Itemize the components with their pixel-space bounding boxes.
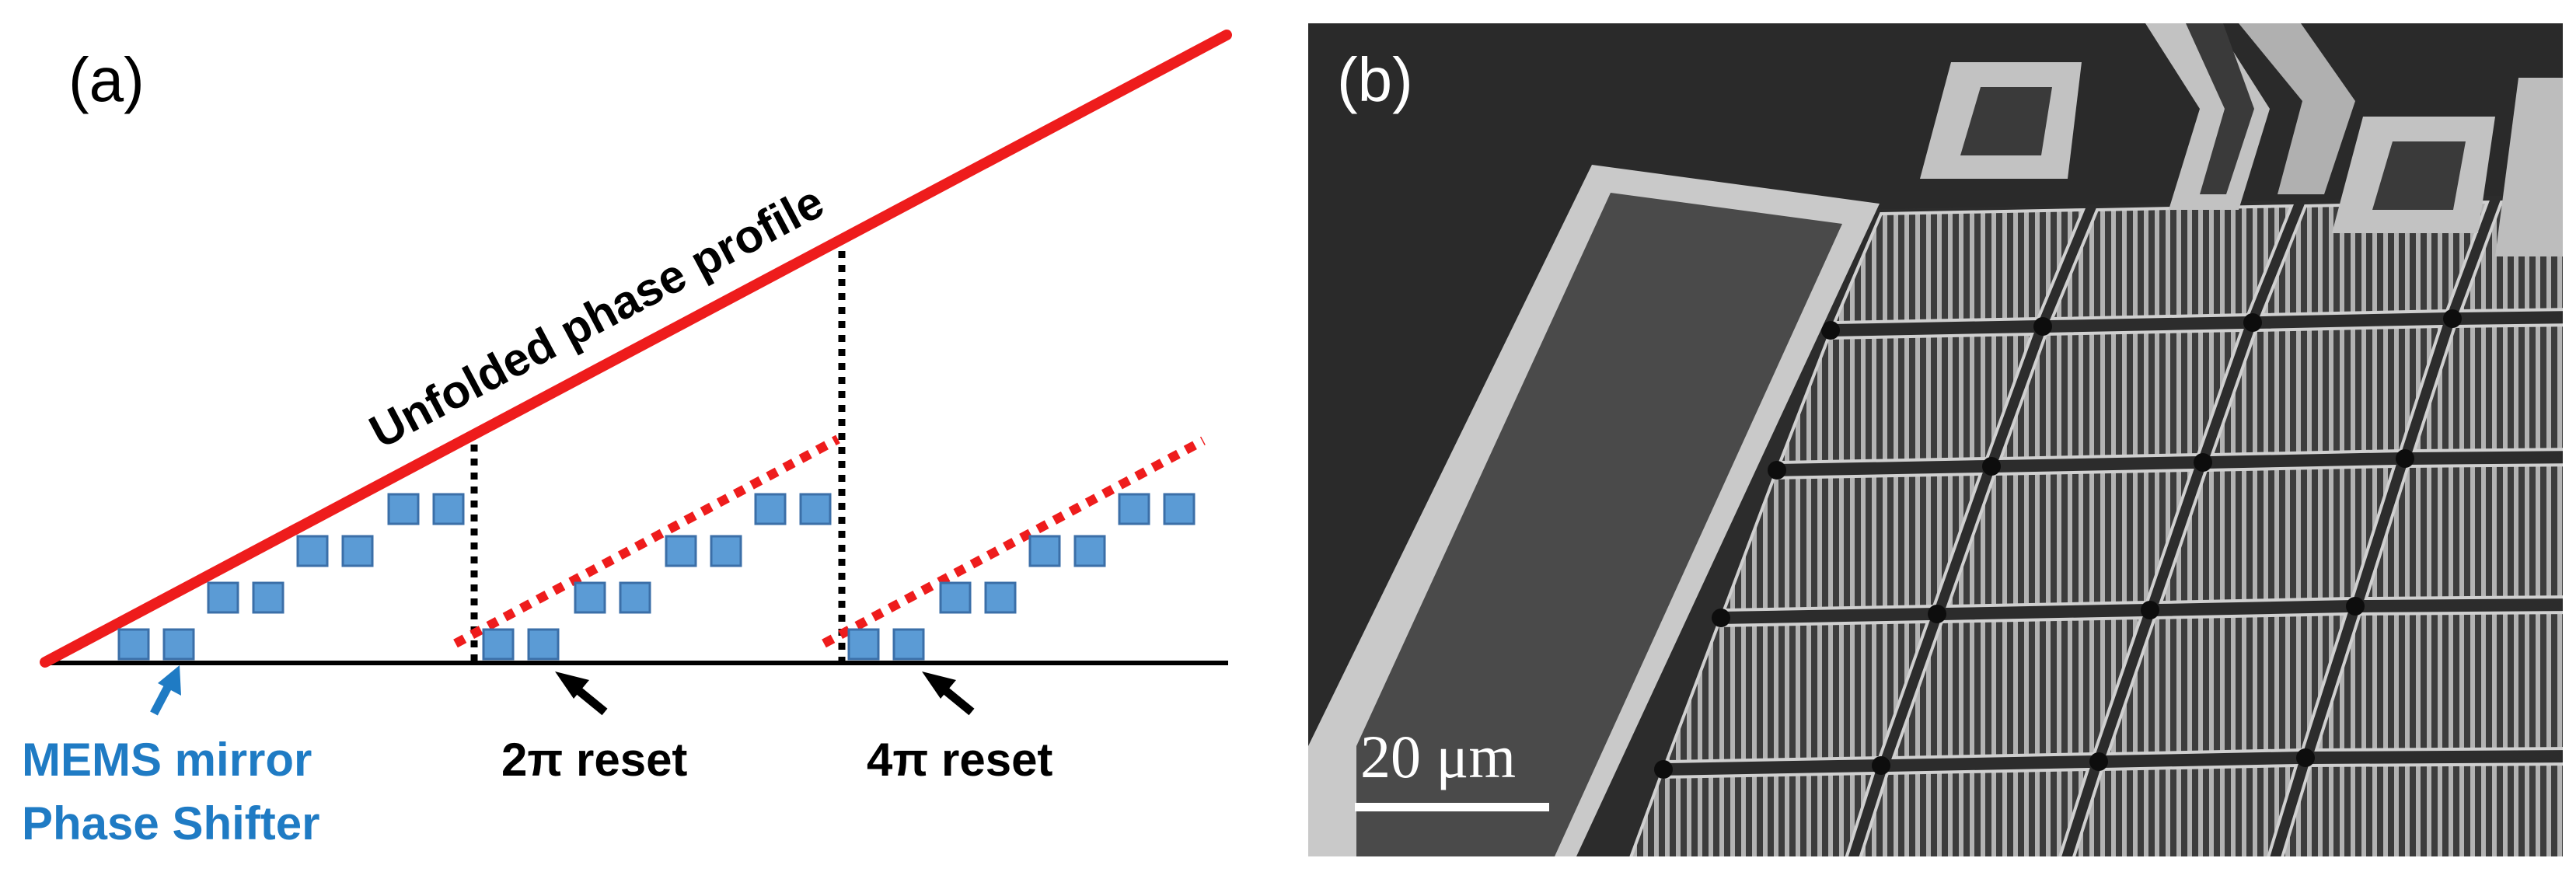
mirror-pixel <box>432 493 465 525</box>
sem-top-pad-1-hole <box>1960 87 2052 155</box>
mirror-pixel <box>1073 535 1106 567</box>
mirror-pixel <box>1028 535 1061 567</box>
sem-top-pad-2-hole <box>2372 141 2466 210</box>
mirror-pixel <box>252 581 284 614</box>
sem-anchor-posts <box>1654 309 2462 779</box>
reset-2pi-label: 2π reset <box>501 734 687 786</box>
reset-arrow-4pi <box>922 671 975 716</box>
panel-b: (b) 20 μm <box>1308 23 2563 856</box>
reset-arrow-2pi <box>555 671 608 716</box>
reset-4pi-label: 4π reset <box>867 734 1052 786</box>
sem-chevron-gap <box>2186 23 2254 194</box>
mirror-pixel <box>162 628 195 661</box>
mirror-pixel <box>847 628 880 661</box>
scale-bar <box>1355 803 1549 811</box>
mirror-pixel <box>799 493 832 525</box>
mirror-pixel <box>1163 493 1196 525</box>
mirror-pixel <box>341 535 374 567</box>
mirror-pixel <box>207 581 239 614</box>
unfolded-phase-line <box>40 30 1232 668</box>
mirror-array <box>117 493 1196 661</box>
sem-pixel-grid <box>1629 199 2563 856</box>
mirror-pixel <box>939 581 972 614</box>
mirror-pixel <box>482 628 515 661</box>
mirror-pixel <box>665 535 697 567</box>
sem-image <box>1308 23 2563 856</box>
panel-a: (a) Unfolded phase profile <box>22 30 1232 849</box>
sem-right-edge-pad <box>2495 78 2563 256</box>
panel-b-label: (b) <box>1337 45 1413 114</box>
mirror-pixel <box>754 493 787 525</box>
mirror-pixel <box>296 535 329 567</box>
mirror-label-line2: Phase Shifter <box>22 797 319 849</box>
mirror-arrow <box>150 665 181 716</box>
mirror-pixel <box>710 535 742 567</box>
mirror-pixel <box>984 581 1017 614</box>
mirror-pixel <box>387 493 420 525</box>
sem-chevron-2 <box>2239 23 2355 194</box>
folded-profile-2 <box>822 436 1206 648</box>
sem-bond-pad-inner <box>1356 193 1842 856</box>
mirror-pixel <box>117 628 150 661</box>
panel-a-label: (a) <box>68 45 145 114</box>
unfolded-phase-label: Unfolded phase profile <box>361 176 832 459</box>
mirror-pixel <box>1118 493 1150 525</box>
mirror-pixel <box>574 581 606 614</box>
folded-profile-1 <box>453 434 840 648</box>
mirror-pixel <box>619 581 651 614</box>
mirror-pixel <box>527 628 560 661</box>
mirror-pixel <box>892 628 925 661</box>
scale-bar-label: 20 μm <box>1360 723 1516 790</box>
mirror-label-line1: MEMS mirror <box>22 734 312 786</box>
